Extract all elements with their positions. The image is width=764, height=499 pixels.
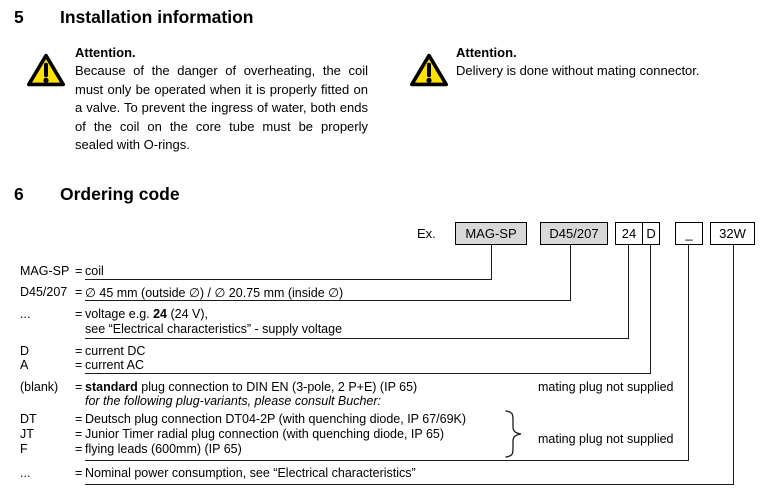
code-box-size: D45/207 bbox=[540, 222, 608, 245]
group-brace bbox=[505, 410, 523, 463]
row-value-suffix: plug connection to DIN EN (3-pole, 2 P+E… bbox=[137, 380, 418, 394]
row-value: current DC bbox=[85, 344, 146, 358]
row-label: MAG-SP bbox=[20, 264, 70, 278]
underline-coil bbox=[85, 279, 492, 281]
cell-divider bbox=[642, 223, 644, 244]
attention-right-title: Attention. bbox=[456, 45, 517, 60]
row-value: flying leads (600mm) (IP 65) bbox=[85, 442, 242, 456]
row-value: current AC bbox=[85, 358, 145, 372]
row-value: Junior Timer radial plug connection (wit… bbox=[85, 427, 445, 441]
attention-left-title: Attention. bbox=[75, 45, 136, 60]
warning-triangle-icon bbox=[26, 52, 66, 88]
row-value: Nominal power consumption, see “Electric… bbox=[85, 466, 416, 480]
row-label: (blank) bbox=[20, 380, 59, 394]
row-label: DT bbox=[20, 412, 37, 426]
mating-plug-note: mating plug not supplied bbox=[538, 432, 674, 446]
section6-number: 6 bbox=[14, 184, 24, 204]
row-eq: = bbox=[75, 466, 83, 480]
section5-number: 5 bbox=[14, 7, 24, 27]
section6-title: Ordering code bbox=[60, 184, 180, 204]
row-value-prefix: voltage e.g. bbox=[85, 307, 154, 321]
row-eq: = bbox=[75, 427, 83, 441]
underline-power bbox=[85, 484, 734, 486]
underline-plug bbox=[85, 460, 689, 462]
row-value-bold: 24 bbox=[153, 307, 168, 321]
row-value: voltage e.g. 24 (24 V), bbox=[85, 307, 208, 321]
row-value: standard plug connection to DIN EN (3-po… bbox=[85, 380, 417, 394]
row-label: ... bbox=[20, 307, 31, 321]
row-value-suffix: (24 V), bbox=[167, 307, 209, 321]
attention-right-body: Delivery is done without mating connecto… bbox=[456, 63, 700, 78]
row-eq: = bbox=[75, 264, 83, 278]
connector-line-current bbox=[650, 244, 652, 374]
row-eq: = bbox=[75, 307, 83, 321]
row-eq: = bbox=[75, 380, 83, 394]
code-box-power-text: 32W bbox=[719, 226, 746, 241]
code-box-size-text: D45/207 bbox=[549, 226, 599, 241]
row-label: JT bbox=[20, 427, 34, 441]
row-eq: = bbox=[75, 412, 83, 426]
row-label: D bbox=[20, 344, 30, 358]
connector-line-plug bbox=[688, 244, 690, 461]
mating-plug-note: mating plug not supplied bbox=[538, 380, 674, 394]
connector-line-voltage bbox=[628, 244, 630, 339]
code-box-current-text: D bbox=[646, 226, 656, 241]
row-label: ... bbox=[20, 466, 31, 480]
row-label: D45/207 bbox=[20, 285, 68, 299]
plug-variants-note: for the following plug-variants, please … bbox=[85, 394, 381, 408]
warning-triangle-icon bbox=[409, 52, 449, 88]
row-value: coil bbox=[85, 264, 104, 278]
row-eq: = bbox=[75, 442, 83, 456]
code-box-voltage-text: 24 bbox=[621, 226, 637, 241]
row-label: A bbox=[20, 358, 29, 372]
code-box-power: 32W bbox=[710, 222, 755, 245]
example-label: Ex. bbox=[417, 226, 436, 241]
section5-title: Installation information bbox=[60, 7, 254, 27]
code-box-voltage-current: 24 D bbox=[615, 222, 660, 245]
row-label: F bbox=[20, 442, 28, 456]
row-eq: = bbox=[75, 358, 83, 372]
code-box-plug: _ bbox=[675, 222, 703, 245]
connector-line-power bbox=[733, 244, 735, 485]
connector-line-size bbox=[570, 244, 572, 301]
row-eq: = bbox=[75, 344, 83, 358]
underline-voltage bbox=[85, 338, 629, 340]
underline-current bbox=[85, 373, 651, 375]
row-eq: = bbox=[75, 285, 83, 299]
underline-size bbox=[85, 300, 571, 302]
row-value: Deutsch plug connection DT04-2P (with qu… bbox=[85, 412, 467, 426]
code-box-series-text: MAG-SP bbox=[465, 226, 517, 241]
code-box-series: MAG-SP bbox=[455, 222, 527, 245]
row-value: ∅ 45 mm (outside ∅) / ∅ 20.75 mm (inside… bbox=[85, 286, 344, 300]
row-value-line2: see “Electrical characteristics” - suppl… bbox=[85, 322, 343, 336]
attention-left-body: Because of the danger of overheating, th… bbox=[75, 63, 368, 153]
connector-line-series bbox=[491, 244, 493, 280]
code-box-plug-text: _ bbox=[685, 226, 693, 241]
row-value-bold: standard bbox=[85, 380, 138, 394]
